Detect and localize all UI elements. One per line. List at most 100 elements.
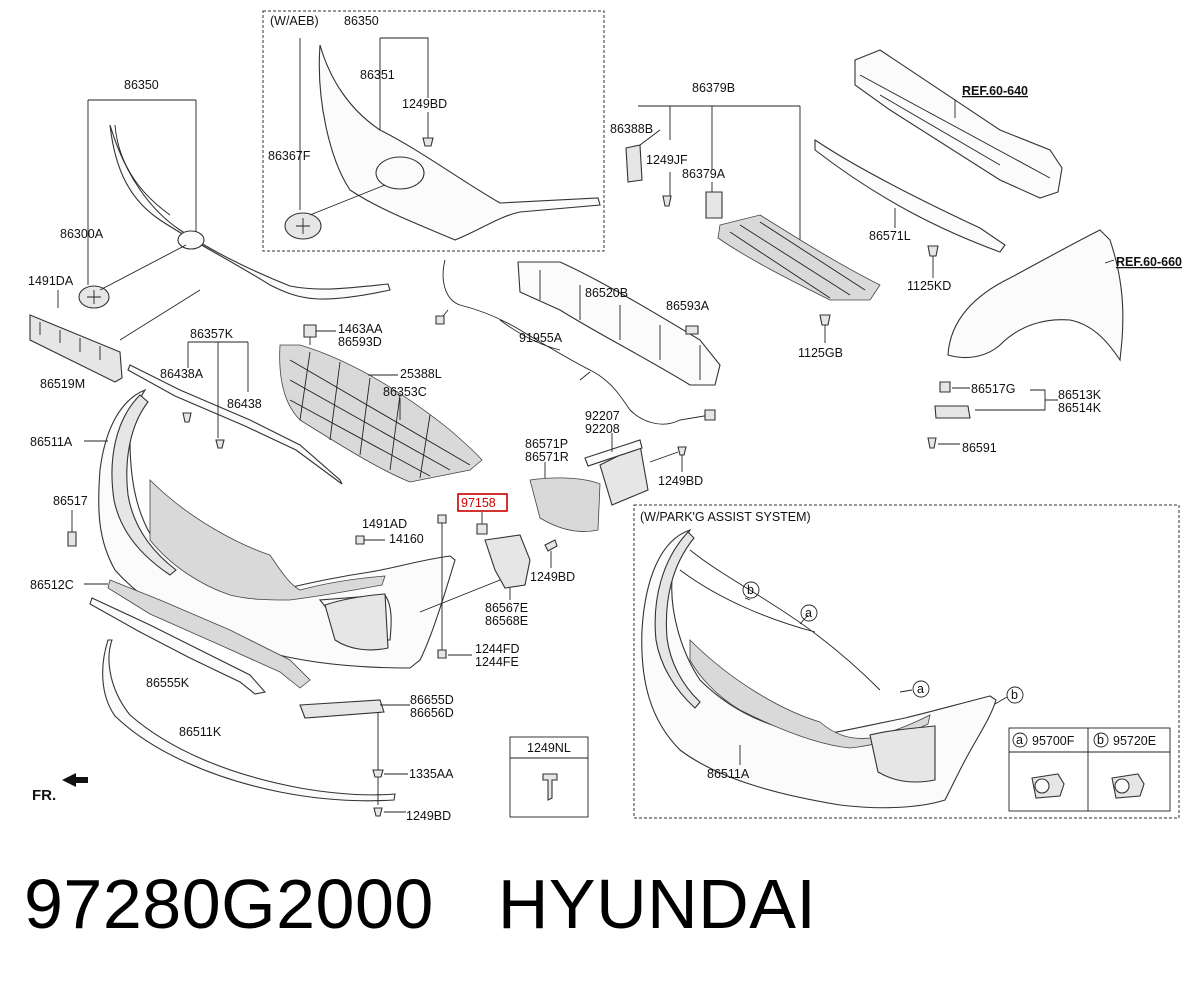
highlight-box-97158 (457, 493, 508, 512)
screw-1249BD-bottom (373, 807, 383, 817)
screw-1249NL-icon (542, 773, 558, 801)
label-86438: 86438 (227, 397, 262, 411)
label-86511K: 86511K (179, 725, 222, 739)
park-assist-frame-title: (W/PARK'G ASSIST SYSTEM) (640, 510, 811, 524)
label-1249BD-bottom: 1249BD (406, 809, 451, 823)
label-86655D: 86655D (410, 693, 454, 707)
label-86571R: 86571R (525, 450, 569, 464)
clip-box-title: 1249NL (527, 741, 571, 755)
bracket-86388B (625, 144, 643, 183)
label-86656D: 86656D (410, 706, 454, 720)
bracket-86567E (484, 534, 531, 589)
label-92207: 92207 (585, 409, 620, 423)
label-86519M: 86519M (40, 377, 85, 391)
bolt-1125KD (927, 245, 939, 257)
clip-97158 (476, 523, 488, 535)
label-1125KD: 1125KD (907, 279, 951, 293)
legend-sensor-a: 95700F (1032, 734, 1075, 748)
brand-name: HYUNDAI (497, 865, 817, 943)
fog-cover-86571P (529, 477, 601, 532)
label-1244FE: 1244FE (475, 655, 519, 669)
aeb-label-86367F: 86367F (268, 149, 311, 163)
callout-b-top (742, 581, 760, 599)
aeb-label-1249BD: 1249BD (402, 97, 447, 111)
label-86350: 86350 (124, 78, 159, 92)
front-fender (947, 229, 1124, 362)
aeb-frame-title: (W/AEB) (270, 14, 319, 28)
bolt-1244FD (437, 649, 447, 659)
callout-b-top-text: b (747, 583, 754, 597)
label-86571P: 86571P (525, 437, 568, 451)
label-86357K: 86357K (190, 327, 234, 341)
bumper-beam (854, 49, 1063, 199)
label-86593A: 86593A (666, 299, 710, 313)
label-86555K: 86555K (146, 676, 190, 690)
aeb-frame (262, 10, 605, 252)
label-86514K: 86514K (1058, 401, 1102, 415)
front-arrow-icon (62, 773, 88, 787)
label-86379B: 86379B (692, 81, 735, 95)
callout-a-mid-text: a (917, 682, 924, 696)
bumper-grille-opening (149, 479, 386, 601)
stiffener-86571L (814, 138, 1006, 253)
bracket-86513K (934, 405, 971, 419)
part-number: 97280G2000 (24, 865, 434, 943)
label-86353C: 86353C (383, 385, 427, 399)
chrome-strip (127, 364, 343, 485)
legend-b-text: b (1097, 733, 1104, 747)
screw-1249BD-mid (544, 539, 558, 552)
label-86593D: 86593D (338, 335, 382, 349)
bumper-upper-trim (111, 394, 177, 576)
callout-a-mid (912, 680, 930, 698)
lower-grille-86512C (107, 579, 311, 689)
clip-86593A (685, 325, 699, 335)
clip-box-1249NL (509, 736, 589, 818)
label-86591: 86591 (962, 441, 997, 455)
label-1463AA: 1463AA (338, 322, 383, 336)
parts-diagram: (W/AEB) 86350 86351 1249BD 86367F 86350 … (28, 10, 1182, 823)
label-86379A: 86379A (682, 167, 726, 181)
label-1491AD: 1491AD (362, 517, 407, 531)
callout-b-right-text: b (1011, 688, 1018, 702)
label-1249BD-mid: 1249BD (530, 570, 575, 584)
bolt-14160 (355, 535, 365, 545)
label-91955A: 91955A (519, 331, 563, 345)
hood-emblem-cutout (177, 230, 205, 250)
park-grille (689, 639, 931, 749)
legend-sensor-b: 95720E (1113, 734, 1156, 748)
label-92208: 92208 (585, 422, 620, 436)
label-86520B: 86520B (585, 286, 628, 300)
label-86517: 86517 (53, 494, 88, 508)
skid-strip-86511K (102, 639, 396, 802)
bolt-86591 (927, 437, 937, 449)
callout-a-top-text: a (805, 606, 812, 620)
clip-86379A (705, 191, 723, 219)
clip-86438 (215, 439, 225, 449)
label-1244FD: 1244FD (475, 642, 519, 656)
label-86512C: 86512C (30, 578, 74, 592)
park-fog-bezel (869, 725, 936, 783)
clip-1335AA (372, 769, 384, 778)
label-1125GB: 1125GB (798, 346, 843, 360)
screw-1249BD-right (677, 446, 687, 456)
ref-60-660: REF.60-660 (1116, 255, 1182, 269)
aeb-emblem-cutout (375, 156, 425, 190)
clip-86517G (939, 381, 951, 393)
callout-a-top (800, 604, 818, 622)
lamp-bracket (584, 439, 643, 467)
label-1249JF: 1249JF (646, 153, 688, 167)
label-86438A: 86438A (160, 367, 204, 381)
label-86568E: 86568E (485, 614, 528, 628)
tow-cap-86517 (67, 531, 77, 547)
aeb-label-86350: 86350 (344, 14, 379, 28)
bracket-86655D (299, 699, 385, 719)
aeb-hood-cover (318, 44, 601, 241)
label-86300A: 86300A (60, 227, 104, 241)
park-label-86511A: 86511A (707, 767, 750, 781)
aeb-label-86351: 86351 (360, 68, 395, 82)
label-86517G: 86517G (971, 382, 1015, 396)
bolt-1249JF (662, 195, 672, 207)
ref-60-640: REF.60-640 (962, 84, 1028, 98)
park-upper-trim (654, 531, 701, 709)
label-86511A: 86511A (30, 435, 73, 449)
